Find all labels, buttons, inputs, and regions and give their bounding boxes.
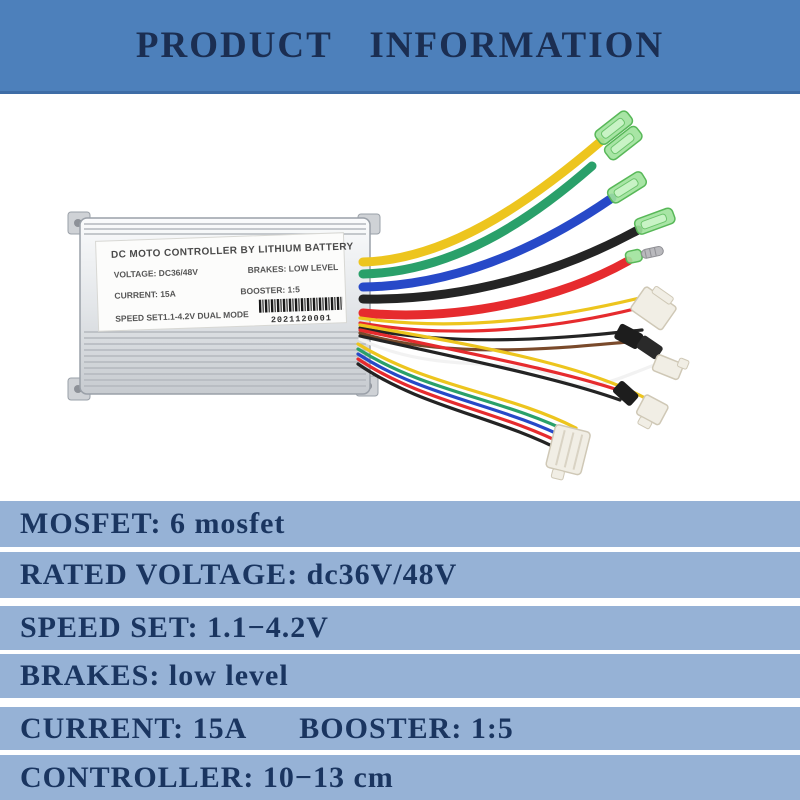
spec-text: SPEED SET: 1.1−4.2V — [20, 611, 329, 644]
white-connector-small — [635, 394, 669, 430]
harness-wire-green — [356, 347, 575, 436]
spec-text: MOSFET: 6 mosfet — [20, 507, 286, 540]
thin-wire-brown — [358, 331, 630, 352]
wire-black — [358, 225, 643, 304]
black-connector-small — [612, 381, 639, 406]
spec-row-speed-set: SPEED SET: 1.1−4.2V — [0, 606, 800, 650]
product-photo: DC MOTO CONTROLLER BY LITHIUM BATTERY VO… — [0, 94, 800, 498]
harness-wire-black — [356, 362, 566, 454]
spec-row-current-booster: CURRENT: 15A BOOSTER: 1:5 — [0, 707, 800, 750]
harness-wire-blue — [356, 352, 572, 442]
spec-row-mosfet: MOSFET: 6 mosfet — [0, 501, 800, 547]
spec-text: BRAKES: low level — [20, 659, 289, 692]
thin-wire-red — [358, 302, 656, 333]
wire-yellow — [358, 137, 605, 267]
thin-wire-black — [358, 326, 644, 342]
label-brakes: BRAKES: LOW LEVEL — [247, 262, 338, 275]
white-connector-large — [630, 285, 677, 331]
controller-label: DC MOTO CONTROLLER BY LITHIUM BATTERY VO… — [95, 232, 354, 332]
thin-wire-red-2 — [358, 328, 626, 394]
spade-connector-double — [594, 110, 643, 161]
heatsink-fins-bottom — [84, 331, 366, 387]
thin-wire-yellow — [358, 294, 650, 326]
label-voltage: VOLTAGE: DC36/48V — [114, 267, 199, 280]
white-connector-latch — [651, 354, 690, 381]
label-booster: BOOSTER: 1:5 — [240, 284, 300, 296]
label-serial: 2021120001 — [271, 313, 332, 325]
barcode — [258, 296, 344, 313]
spec-table: MOSFET: 6 mosfet RATED VOLTAGE: dc36V/48… — [0, 498, 800, 800]
header-banner: PRODUCT INFORMATION — [0, 0, 800, 94]
wire-blue — [358, 193, 617, 292]
spade-connector-blue-wire — [606, 171, 648, 204]
spec-text: RATED VOLTAGE: dc36V/48V — [20, 558, 458, 591]
spec-row-rated-voltage: RATED VOLTAGE: dc36V/48V — [0, 552, 800, 598]
thick-wires — [358, 137, 643, 320]
bullet-connector-red-wire — [624, 246, 664, 264]
page-title: PRODUCT INFORMATION — [135, 25, 665, 66]
harness-wire-yellow — [356, 342, 578, 430]
spec-row-controller-size: CONTROLLER: 10−13 cm — [0, 755, 800, 800]
thin-wire-black-2 — [358, 334, 622, 402]
spec-text: CONTROLLER: 10−13 cm — [20, 760, 394, 794]
harness-wire-red — [356, 357, 569, 448]
controller-box: DC MOTO CONTROLLER BY LITHIUM BATTERY VO… — [79, 217, 371, 395]
controller-photo-svg: DC MOTO CONTROLLER BY LITHIUM BATTERY VO… — [67, 110, 690, 481]
thin-wire-white — [358, 337, 664, 388]
spec-row-brakes: BRAKES: low level — [0, 654, 800, 698]
spec-text: CURRENT: 15A — [20, 711, 248, 745]
spec-text-booster: BOOSTER: 1:5 — [299, 711, 514, 745]
label-speed: SPEED SET1.1-4.2V DUAL MODE — [115, 309, 249, 324]
black-connector-cluster — [614, 323, 663, 360]
wire-red — [358, 256, 633, 320]
white-connector-multipin — [545, 424, 591, 481]
label-current: CURRENT: 15A — [114, 289, 176, 301]
wire-green — [358, 161, 597, 279]
spade-connector-black-wire — [633, 207, 676, 235]
